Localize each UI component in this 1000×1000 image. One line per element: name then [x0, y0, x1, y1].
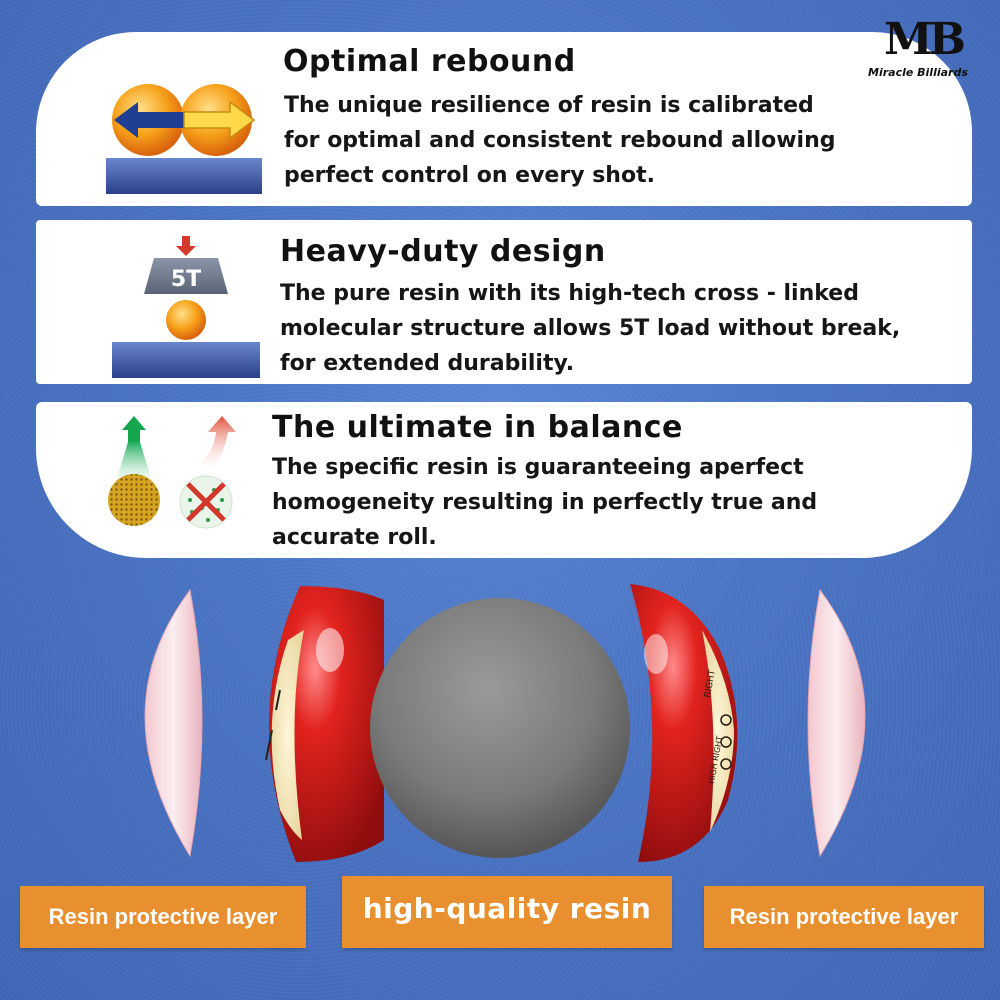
- logo-mark: MB: [884, 14, 966, 65]
- feature-description-balance: The specific resin is guaranteeing aperf…: [272, 450, 817, 555]
- description-line: The specific resin is guaranteeing aperf…: [272, 455, 804, 480]
- description-line: for extended durability.: [280, 351, 575, 376]
- feature-description-rebound: The unique resilience of resin is calibr…: [284, 88, 836, 193]
- brand-logo: MB Miracle Billiards: [868, 14, 974, 84]
- rebound-balls-icon: [106, 84, 262, 194]
- description-line: The unique resilience of resin is calibr…: [284, 93, 814, 118]
- feature-description-heavy-duty: The pure resin with its high-tech cross …: [280, 276, 900, 381]
- resin-core: [370, 598, 630, 858]
- description-line: molecular structure allows 5T load witho…: [280, 316, 901, 341]
- description-line: for optimal and consistent rebound allow…: [284, 128, 836, 153]
- feature-title-rebound: Optimal rebound: [283, 44, 576, 79]
- right-red-shell: RIGHT HIGH RIGHT: [630, 584, 738, 862]
- label-left-protective-layer: Resin protective layer: [20, 886, 306, 948]
- description-line: perfect control on every shot.: [284, 163, 655, 188]
- label-right-protective-layer: Resin protective layer: [704, 886, 984, 948]
- label-high-quality-resin: high-quality resin: [342, 876, 672, 948]
- description-line: homogeneity resulting in perfectly true …: [272, 490, 818, 515]
- feature-title-balance: The ultimate in balance: [272, 410, 683, 445]
- balance-comparison-icon: [108, 416, 236, 529]
- ball-marking-right: RIGHT: [703, 669, 718, 699]
- logo-brand-name: Miracle Billiards: [868, 66, 968, 79]
- left-red-shell: [265, 586, 384, 862]
- right-protective-shell: [807, 588, 866, 858]
- ball-layers-illustration: RIGHT HIGH RIGHT: [144, 584, 866, 862]
- feature-title-heavy-duty: Heavy-duty design: [280, 234, 606, 269]
- description-line: accurate roll.: [272, 525, 437, 550]
- description-line: The pure resin with its high-tech cross …: [280, 281, 859, 306]
- load-label: 5T: [171, 267, 201, 292]
- load-press-icon: 5T: [112, 236, 260, 378]
- left-protective-shell: [144, 588, 203, 858]
